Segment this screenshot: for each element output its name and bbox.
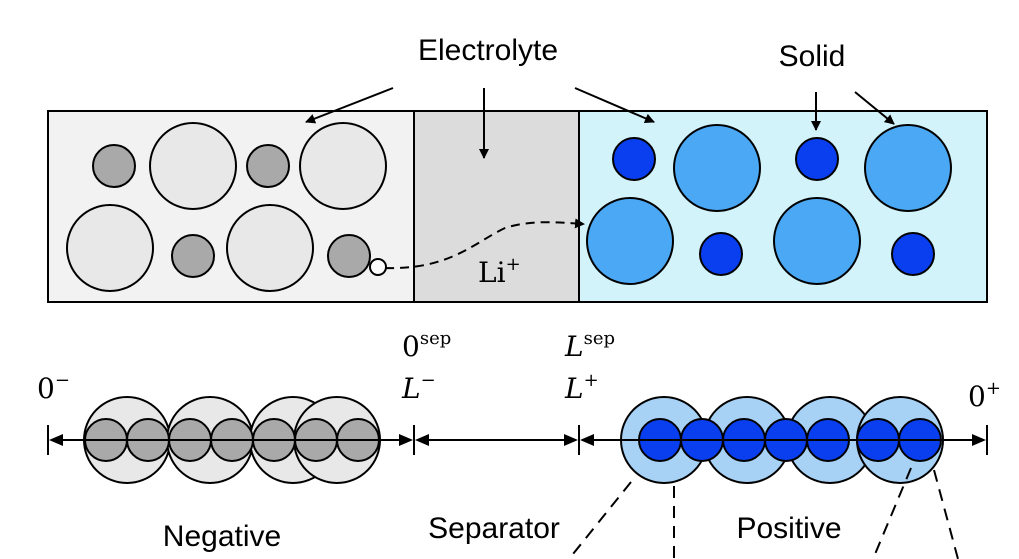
axis <box>47 425 988 455</box>
dashed-leader-line <box>872 467 912 559</box>
arrow-right-icon <box>564 434 578 446</box>
arrow-right-icon <box>972 434 986 446</box>
l-sep-label: Lsep <box>564 328 615 363</box>
negative-small-particle <box>92 144 136 188</box>
arrow-left-icon <box>580 434 594 446</box>
lithium-ion-path <box>384 218 585 270</box>
positive-large-particle <box>586 197 674 285</box>
arrow-right-icon <box>399 434 413 446</box>
l-plus-label: L+ <box>564 370 599 405</box>
positive-small-particle <box>612 137 656 181</box>
negative-large-particle <box>149 122 237 210</box>
electrolyte-label: Electrolyte <box>418 34 558 67</box>
negative-label: Negative <box>163 520 281 553</box>
zero-sep-label: 0sep <box>402 328 451 363</box>
dashed-leader-line <box>933 469 959 559</box>
positive-particles <box>586 124 952 285</box>
negative-small-particle <box>171 234 215 278</box>
positive-large-particle <box>864 124 952 212</box>
dashed-leader-line <box>568 481 632 559</box>
negative-small-particle <box>246 144 290 188</box>
negative-large-particle <box>226 204 314 292</box>
positive-label: Positive <box>736 512 841 545</box>
arrow-left-icon <box>415 434 429 446</box>
negative-large-particle <box>299 122 387 210</box>
arrow-icon <box>574 87 655 124</box>
l-minus-label: L− <box>401 370 436 405</box>
separator-label: Separator <box>428 512 560 545</box>
axis-arrowheads <box>49 434 986 446</box>
positive-small-particle <box>891 232 935 276</box>
positive-large-particle <box>673 124 761 212</box>
negative-large-particle <box>66 204 154 292</box>
dashed-leaders <box>568 467 959 559</box>
positive-small-particle <box>795 137 839 181</box>
zero-minus-label: 0− <box>37 370 70 405</box>
label-arrows <box>305 87 895 159</box>
separator-region <box>413 110 580 303</box>
positive-small-particle <box>699 232 743 276</box>
arrow-icon <box>854 91 895 125</box>
arrow-icon <box>305 87 394 124</box>
lithium-ion-label: Li+ <box>478 254 521 289</box>
arrow-left-icon <box>49 434 63 446</box>
negative-small-particle <box>327 234 371 278</box>
lithium-ion-icon <box>369 258 387 276</box>
negative-particles <box>66 122 387 292</box>
positive-large-particle <box>773 197 861 285</box>
solid-label: Solid <box>779 40 846 73</box>
zero-plus-label: 0+ <box>968 378 1001 413</box>
